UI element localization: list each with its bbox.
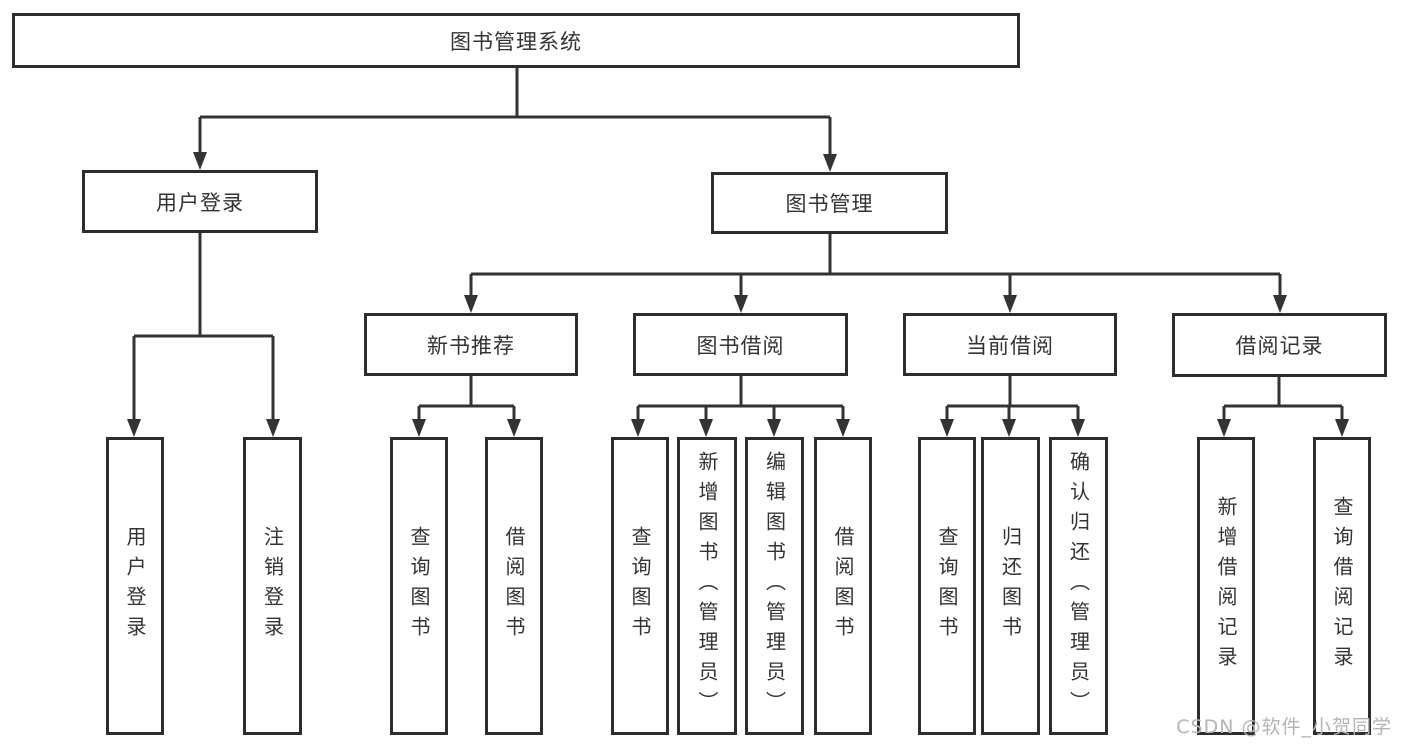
node-box-leaf-borrow-books-2: 借阅图书 — [814, 437, 872, 735]
connector-user-login-to-leaves — [132, 233, 275, 423]
node-label: 借阅记录 — [1235, 334, 1324, 358]
arrow-down-icon — [1335, 419, 1349, 437]
node-box-leaf-user-login: 用户登录 — [106, 437, 164, 735]
node-label: 图书管理 — [785, 192, 874, 216]
node-label: 编辑图书（管理员） — [762, 451, 787, 721]
node-box-leaf-query-books-3: 查询图书 — [918, 437, 976, 735]
node-box-leaf-return-books: 归还图书 — [981, 437, 1040, 735]
arrow-down-icon — [767, 419, 781, 437]
node-box-leaf-add-book-admin: 新增图书（管理员） — [677, 437, 737, 735]
watermark-text: CSDN @软件_小贺同学 — [1176, 716, 1392, 738]
arrow-down-icon — [940, 419, 954, 437]
node-label: 查询图书 — [935, 526, 959, 646]
node-box-book-borrowing: 图书借阅 — [633, 313, 848, 376]
connector-new-book-recommend-to-leaves — [417, 376, 516, 423]
arrow-down-icon — [127, 419, 141, 437]
arrow-down-icon — [507, 419, 521, 437]
node-box-leaf-borrow-books-1: 借阅图书 — [485, 437, 543, 735]
connector-borrowing-records-to-leaves — [1222, 376, 1344, 423]
node-box-borrowing-records: 借阅记录 — [1172, 313, 1387, 377]
arrow-down-icon — [734, 295, 748, 313]
arrow-down-icon — [836, 419, 850, 437]
node-label: 归还图书 — [998, 526, 1023, 646]
arrow-down-icon — [193, 152, 207, 170]
node-label: 用户登录 — [156, 190, 244, 215]
node-box-leaf-add-borrow-record: 新增借阅记录 — [1197, 437, 1255, 735]
node-label: 确认归还（管理员） — [1066, 451, 1091, 721]
node-box-user-login: 用户登录 — [82, 170, 318, 233]
node-box-new-book-recommend: 新书推荐 — [364, 313, 578, 376]
node-label: 用户登录 — [123, 526, 147, 646]
connector-root-to-level2 — [198, 68, 832, 158]
node-label: 新增借阅记录 — [1214, 496, 1238, 676]
arrow-down-icon — [1002, 419, 1016, 437]
arrow-down-icon — [1071, 419, 1085, 437]
node-box-leaf-logout: 注销登录 — [243, 437, 302, 735]
node-box-current-borrowing: 当前借阅 — [903, 313, 1117, 376]
node-box-system-root: 图书管理系统 — [12, 13, 1020, 68]
arrow-down-icon — [412, 419, 426, 437]
node-label: 借阅图书 — [831, 526, 855, 646]
node-box-leaf-edit-book-admin: 编辑图书（管理员） — [745, 437, 804, 735]
node-label: 注销登录 — [260, 526, 285, 646]
node-box-book-management: 图书管理 — [711, 172, 948, 234]
node-label: 借阅图书 — [502, 526, 526, 646]
node-label: 查询图书 — [628, 526, 652, 646]
node-box-leaf-query-borrow-record: 查询借阅记录 — [1313, 437, 1371, 735]
arrow-down-icon — [464, 295, 478, 313]
node-label: 当前借阅 — [966, 333, 1054, 358]
node-label: 图书借阅 — [696, 333, 785, 358]
node-label: 查询图书 — [407, 526, 431, 646]
arrow-down-icon — [266, 419, 280, 437]
arrow-down-icon — [1273, 295, 1287, 313]
node-label: 图书管理系统 — [450, 29, 582, 54]
node-label: 新增图书（管理员） — [695, 451, 719, 721]
arrow-down-icon — [823, 154, 837, 172]
node-box-leaf-query-books-2: 查询图书 — [611, 437, 669, 735]
node-label: 查询借阅记录 — [1330, 496, 1354, 676]
arrow-down-icon — [699, 419, 713, 437]
arrowheads — [127, 152, 1349, 437]
node-box-leaf-confirm-return-admin: 确认归还（管理员） — [1049, 437, 1108, 735]
arrow-down-icon — [631, 419, 645, 437]
node-box-leaf-query-books-1: 查询图书 — [390, 437, 448, 735]
arrow-down-icon — [1003, 295, 1017, 313]
node-label: 新书推荐 — [427, 333, 515, 358]
connector-book-borrowing-to-leaves — [636, 376, 845, 423]
connector-current-borrowing-to-leaves — [945, 376, 1080, 423]
connector-book-management-to-level3 — [469, 234, 1282, 299]
arrow-down-icon — [1217, 419, 1231, 437]
